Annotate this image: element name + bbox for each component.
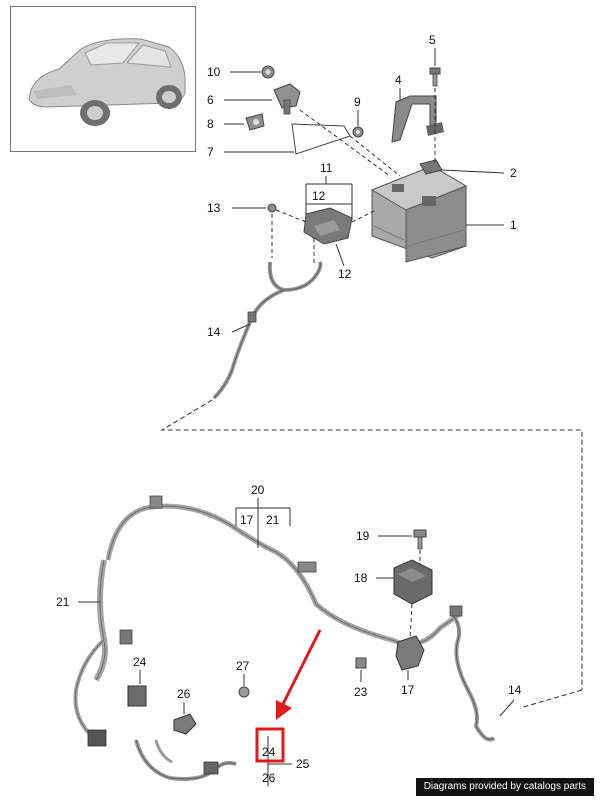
callout-11: 11 xyxy=(320,161,333,175)
callout-13: 13 xyxy=(207,201,221,215)
terminal-nut-part xyxy=(261,65,275,79)
callout-2: 2 xyxy=(510,166,517,180)
callout-10: 10 xyxy=(207,65,221,79)
battery-part xyxy=(370,165,468,263)
clip-part xyxy=(245,113,265,131)
callout-12b: 12 xyxy=(338,267,352,281)
callout-21b: 21 xyxy=(56,595,70,609)
dashed-guide xyxy=(409,603,413,641)
clamp-26-part xyxy=(173,713,197,735)
callout-1: 1 xyxy=(510,218,517,232)
junction-box-part xyxy=(393,559,433,605)
credit-banner: Diagrams provided by catalogs parts xyxy=(415,778,594,796)
car-thumbnail-frame xyxy=(10,6,196,152)
callout-24b: 24 xyxy=(262,745,276,759)
nut-23-part xyxy=(355,657,367,669)
fuse-holder-part xyxy=(127,685,147,707)
callout-24a: 24 xyxy=(133,655,147,669)
nut-part xyxy=(267,203,277,213)
dashed-guide xyxy=(351,209,377,223)
callout-25: 25 xyxy=(296,757,310,771)
dashed-guide xyxy=(299,109,391,177)
positive-cable-part xyxy=(134,739,237,781)
dashed-guide xyxy=(349,135,401,177)
callout-26a: 26 xyxy=(177,687,191,701)
cable-terminal-part xyxy=(273,83,301,115)
bolt-19-part xyxy=(413,529,427,550)
main-harness-part xyxy=(73,495,462,747)
callout-17b: 17 xyxy=(401,683,415,697)
highlight-box xyxy=(255,727,285,763)
callout-9: 9 xyxy=(354,95,361,109)
callout-14a: 14 xyxy=(207,325,221,339)
dashed-guide xyxy=(275,209,307,223)
callout-27: 27 xyxy=(236,659,250,673)
callout-12a: 12 xyxy=(312,189,326,203)
hold-down-strap-part xyxy=(391,95,444,143)
callout-4: 4 xyxy=(395,73,402,87)
callout-21a: 21 xyxy=(266,513,280,527)
callout-19: 19 xyxy=(356,529,370,543)
leader-line xyxy=(499,699,515,717)
battery-cable-part xyxy=(212,261,323,400)
battery-cable-lower-part xyxy=(449,605,496,742)
callout-8: 8 xyxy=(207,117,214,131)
callout-6: 6 xyxy=(207,93,214,107)
callout-14b: 14 xyxy=(508,683,522,697)
red-pointer-arrow xyxy=(276,629,322,720)
callout-5: 5 xyxy=(429,33,436,47)
callout-23: 23 xyxy=(354,685,368,699)
grommet-part xyxy=(352,126,364,138)
callout-20: 20 xyxy=(251,483,265,497)
car-thumbnail xyxy=(28,38,186,126)
section-connector xyxy=(519,689,583,709)
callout-26b: 26 xyxy=(262,771,276,785)
leader-line xyxy=(231,323,251,333)
callout-17a: 17 xyxy=(240,513,254,527)
bolt-part xyxy=(429,67,441,87)
leader-line xyxy=(441,169,505,174)
callout-7: 7 xyxy=(207,145,214,159)
callout-18: 18 xyxy=(354,571,368,585)
mount-bracket-part xyxy=(395,635,425,671)
section-connector xyxy=(160,399,583,690)
ground-strap-part xyxy=(291,123,351,155)
cap-27-part xyxy=(238,686,250,698)
fuse-box-part xyxy=(303,207,353,245)
leader-line xyxy=(335,243,345,267)
